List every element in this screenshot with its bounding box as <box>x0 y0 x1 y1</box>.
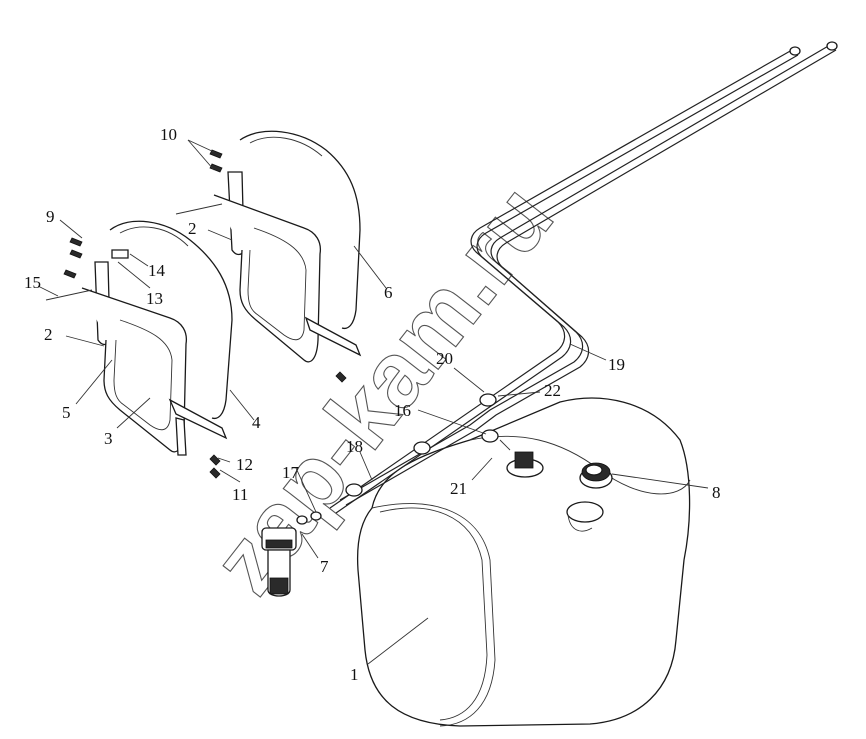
callout-9: 9 <box>46 207 55 226</box>
callout-2-front: 2 <box>44 325 53 344</box>
callout-20: 20 <box>436 349 453 368</box>
bracket-rear <box>175 130 362 383</box>
bracket-front <box>45 220 233 479</box>
callout-10: 10 <box>160 125 177 144</box>
callout-15: 15 <box>24 273 41 292</box>
callout-7: 7 <box>320 557 329 576</box>
callout-2-rear: 2 <box>188 219 197 238</box>
callout-17: 17 <box>282 463 300 482</box>
callout-3: 3 <box>104 429 113 448</box>
callout-21: 21 <box>450 479 467 498</box>
callout-4: 4 <box>252 413 261 432</box>
callout-6: 6 <box>384 283 393 302</box>
fuel-tank <box>356 397 691 727</box>
fuel-lines <box>329 41 838 514</box>
callout-8: 8 <box>712 483 721 502</box>
callout-14: 14 <box>148 261 166 280</box>
callout-18: 18 <box>346 437 363 456</box>
callout-22: 22 <box>544 381 561 400</box>
callout-11: 11 <box>232 485 248 504</box>
callout-19: 19 <box>608 355 625 374</box>
callout-labels: 1 2 2 3 4 5 6 7 8 9 10 11 12 13 14 15 16… <box>24 125 721 684</box>
leader-lines <box>37 139 709 665</box>
fuel-filter <box>261 511 322 597</box>
callout-16: 16 <box>394 401 411 420</box>
callout-5: 5 <box>62 403 71 422</box>
callout-13: 13 <box>146 289 163 308</box>
callout-12: 12 <box>236 455 253 474</box>
callout-1: 1 <box>350 665 359 684</box>
